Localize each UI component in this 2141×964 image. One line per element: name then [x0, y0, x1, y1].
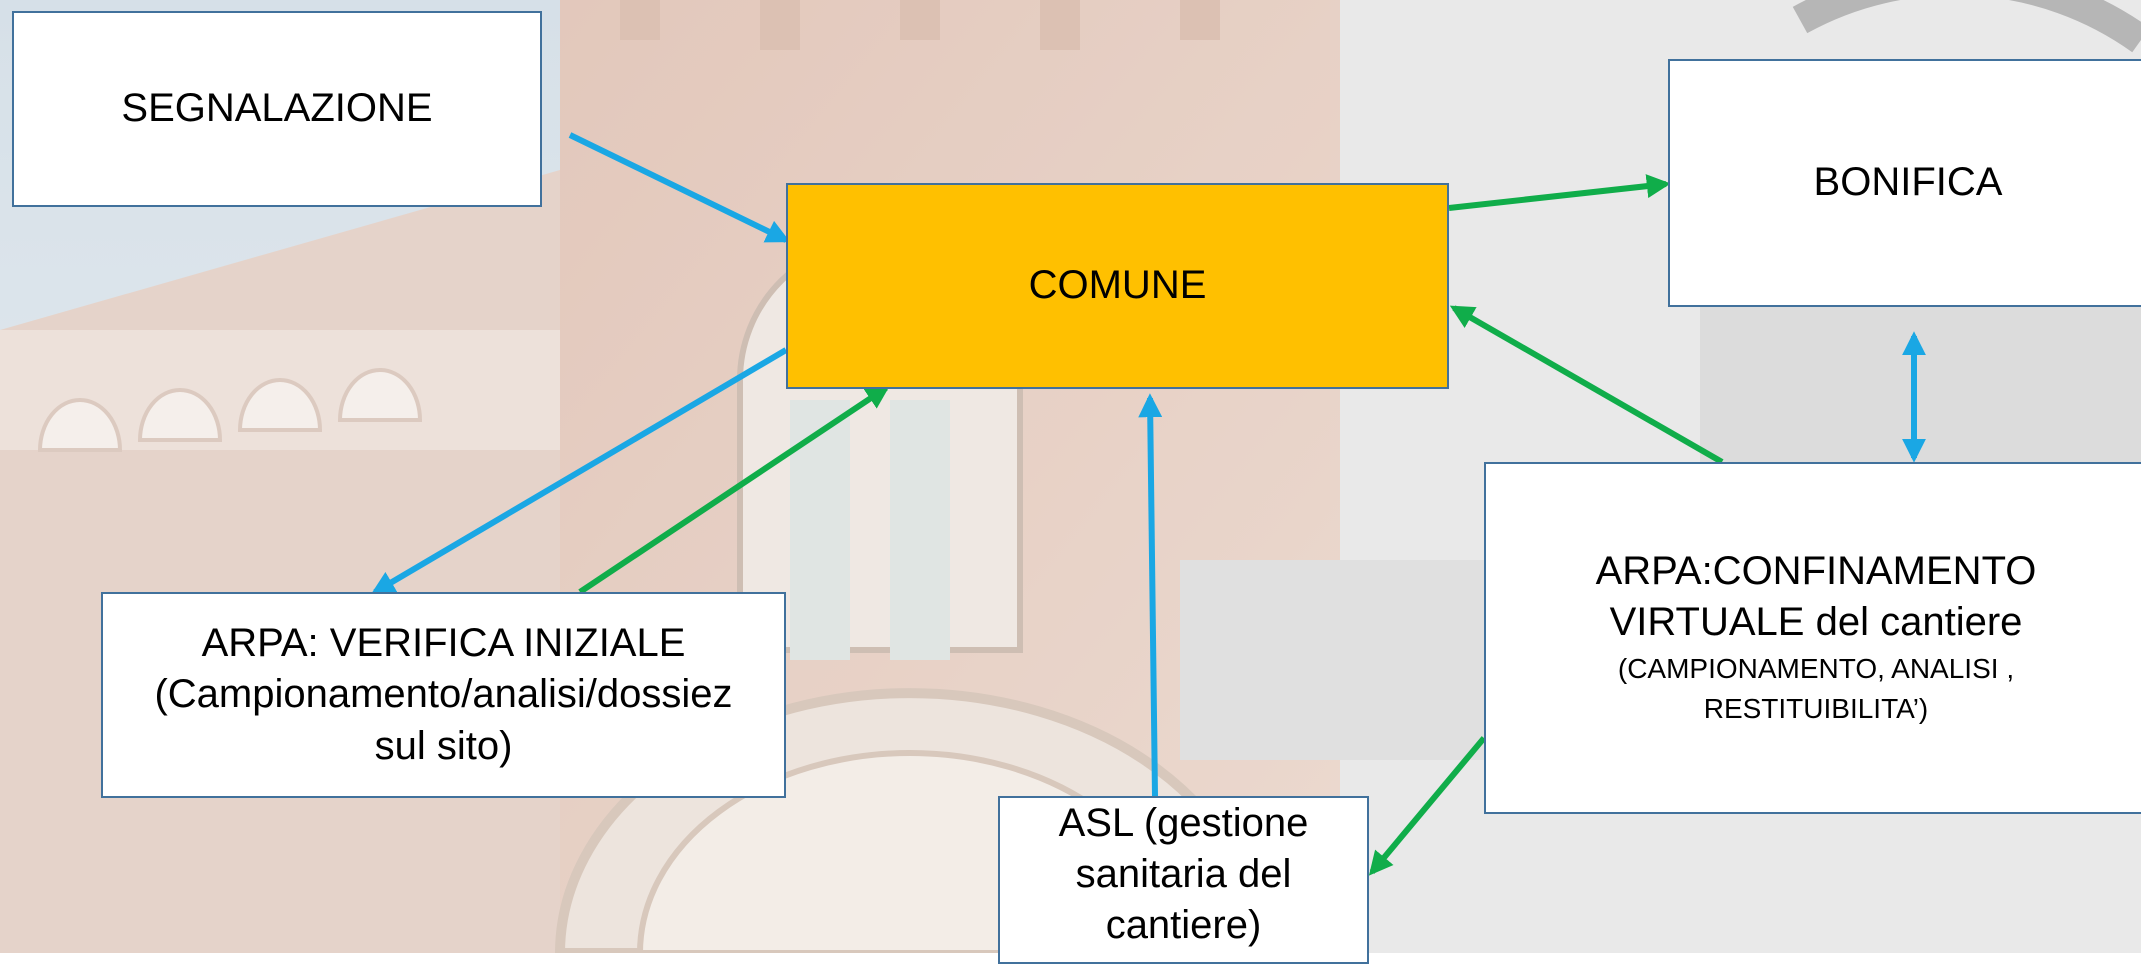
arpa-verifica-line2: (Campionamento/analisi/dossiez	[154, 672, 733, 717]
asl-line2: sanitaria del	[1075, 852, 1292, 897]
arpa-verifica-box: ARPA: VERIFICA INIZIALE (Campionamento/a…	[101, 592, 786, 798]
arpa-confinamento-box: ARPA:CONFINAMENTO VIRTUALE del cantiere …	[1484, 462, 2141, 814]
segnalazione-box: SEGNALAZIONE	[12, 11, 542, 207]
comune-label: COMUNE	[1028, 263, 1207, 308]
asl-line3: cantiere)	[1105, 903, 1262, 948]
asl-line1: ASL (gestione	[1058, 801, 1309, 845]
segnalazione-label: SEGNALAZIONE	[121, 86, 433, 131]
arpa-confinamento-line4: RESTITUIBILITA’)	[1703, 693, 1929, 725]
arpa-confinamento-line3: (CAMPIONAMENTO, ANALISI ,	[1617, 652, 2015, 684]
bonifica-label: BONIFICA	[1813, 160, 2003, 205]
comune-box: COMUNE	[786, 183, 1449, 389]
bonifica-box: BONIFICA	[1668, 59, 2141, 307]
arpa-confinamento-line2: VIRTUALE del cantiere	[1609, 600, 2023, 645]
arpa-verifica-line1: ARPA: VERIFICA INIZIALE	[201, 621, 686, 666]
arpa-verifica-line3: sul sito)	[374, 723, 513, 768]
asl-box: ASL (gestione sanitaria del cantiere)	[998, 796, 1369, 964]
arpa-confinamento-line1: ARPA:CONFINAMENTO	[1595, 549, 2037, 594]
